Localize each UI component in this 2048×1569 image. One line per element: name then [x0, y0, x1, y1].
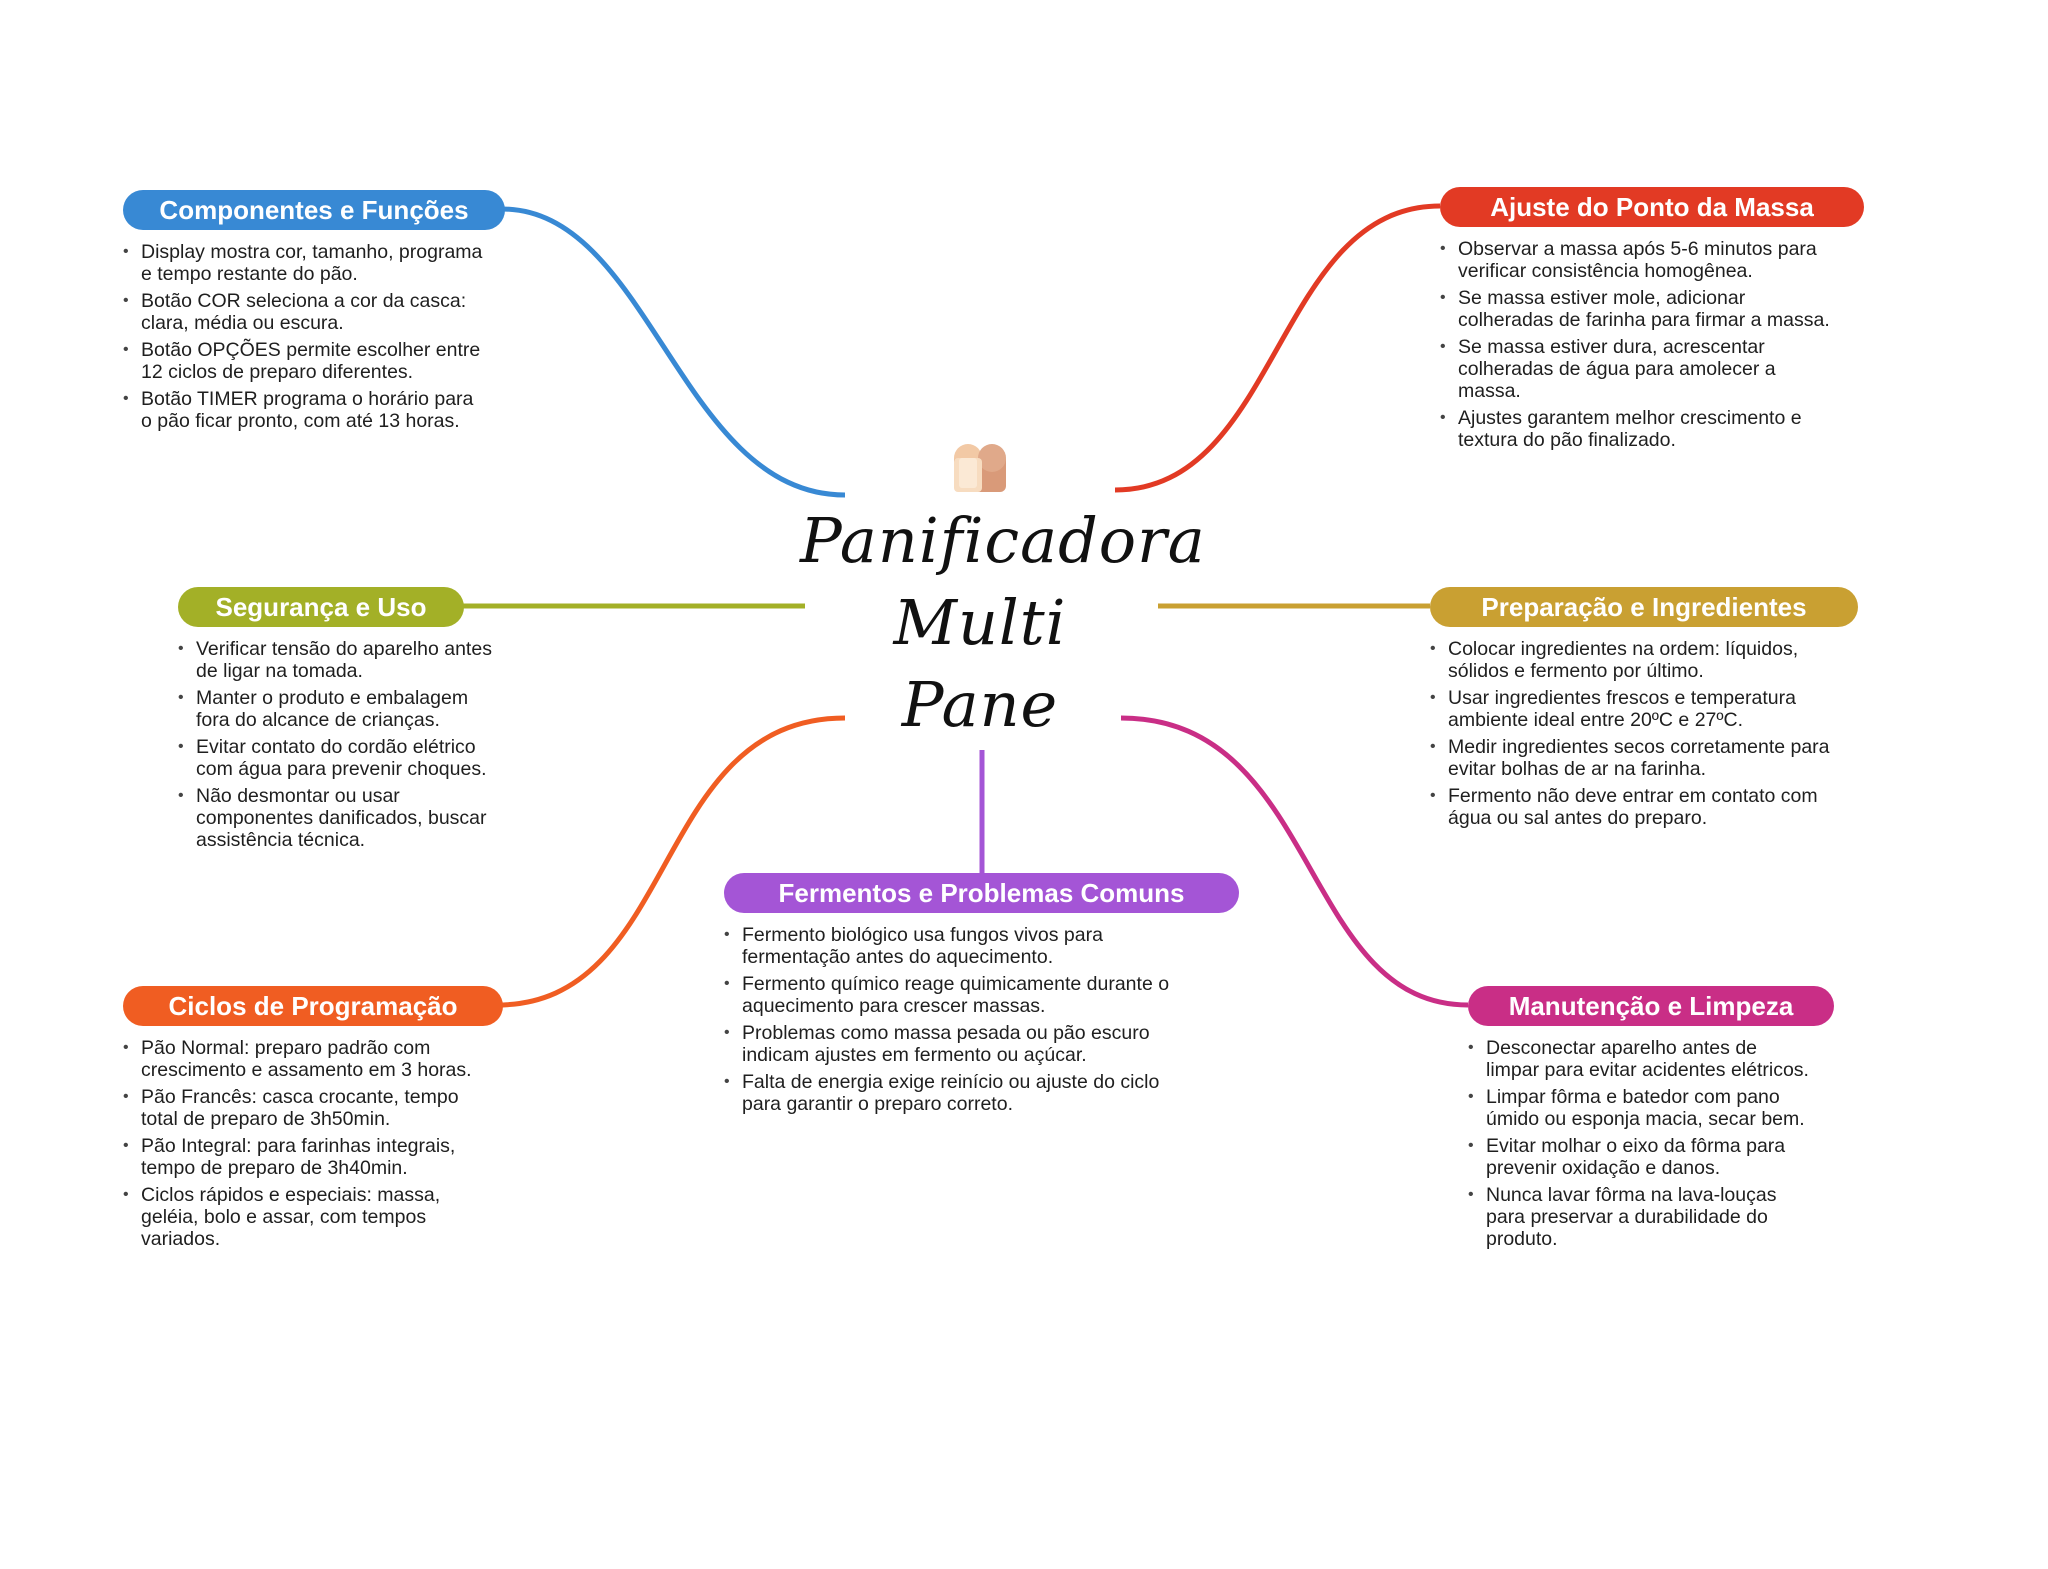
- connector-ciclos: [496, 715, 846, 1008]
- title-line-3: Pane: [901, 668, 1059, 741]
- branch-label-ciclos[interactable]: Ciclos de Programação: [123, 986, 503, 1026]
- list-item: Se massa estiver mole, adicionar colhera…: [1440, 287, 1840, 331]
- branch-items-fermentos: Fermento biológico usa fungos vivos para…: [724, 924, 1174, 1115]
- branch-label-preparacao[interactable]: Preparação e Ingredientes: [1430, 587, 1858, 627]
- list-item: Evitar molhar o eixo da fôrma para preve…: [1468, 1135, 1813, 1179]
- branch-seguranca: Segurança e Uso Verificar tensão do apar…: [178, 587, 493, 856]
- title-line-2: Multi: [893, 586, 1067, 659]
- list-item: Pão Francês: casca crocante, tempo total…: [123, 1086, 483, 1130]
- connector-componentes: [501, 206, 846, 498]
- branch-items-ajuste: Observar a massa após 5-6 minutos para v…: [1440, 238, 1840, 451]
- list-item: Pão Integral: para farinhas integrais, t…: [123, 1135, 483, 1179]
- list-item: Botão TIMER programa o horário para o pã…: [123, 388, 483, 432]
- branch-items-componentes: Display mostra cor, tamanho, programa e …: [123, 241, 483, 432]
- central-topic: Panificadora Multi Pane: [800, 440, 1206, 746]
- branch-items-ciclos: Pão Normal: preparo padrão com crescimen…: [123, 1037, 483, 1250]
- branch-ajuste: Ajuste do Ponto da Massa Observar a mass…: [1440, 187, 1864, 456]
- list-item: Ciclos rápidos e especiais: massa, geléi…: [123, 1184, 483, 1250]
- branch-label-manutencao[interactable]: Manutenção e Limpeza: [1468, 986, 1834, 1026]
- connector-ajuste: [1114, 203, 1441, 493]
- list-item: Ajustes garantem melhor crescimento e te…: [1440, 407, 1840, 451]
- branch-manutencao: Manutenção e Limpeza Desconectar aparelh…: [1468, 986, 1834, 1255]
- list-item: Limpar fôrma e batedor com pano úmido ou…: [1468, 1086, 1813, 1130]
- branch-label-componentes[interactable]: Componentes e Funções: [123, 190, 505, 230]
- list-item: Pão Normal: preparo padrão com crescimen…: [123, 1037, 483, 1081]
- connector-manutencao: [1120, 715, 1469, 1008]
- branch-preparacao: Preparação e Ingredientes Colocar ingred…: [1430, 587, 1858, 834]
- branch-ciclos: Ciclos de Programação Pão Normal: prepar…: [123, 986, 503, 1255]
- list-item: Problemas como massa pesada ou pão escur…: [724, 1022, 1174, 1066]
- branch-fermentos: Fermentos e Problemas Comuns Fermento bi…: [724, 873, 1239, 1120]
- bread-icon: [954, 444, 1006, 492]
- list-item: Nunca lavar fôrma na lava-louças para pr…: [1468, 1184, 1813, 1250]
- branch-componentes: Componentes e Funções Display mostra cor…: [123, 190, 505, 437]
- branch-items-seguranca: Verificar tensão do aparelho antes de li…: [178, 638, 493, 851]
- list-item: Desconectar aparelho antes de limpar par…: [1468, 1037, 1813, 1081]
- branch-label-seguranca[interactable]: Segurança e Uso: [178, 587, 464, 627]
- list-item: Fermento químico reage quimicamente dura…: [724, 973, 1174, 1017]
- branch-items-manutencao: Desconectar aparelho antes de limpar par…: [1468, 1037, 1813, 1250]
- branch-label-fermentos[interactable]: Fermentos e Problemas Comuns: [724, 873, 1239, 913]
- list-item: Não desmontar ou usar componentes danifi…: [178, 785, 493, 851]
- list-item: Falta de energia exige reinício ou ajust…: [724, 1071, 1174, 1115]
- list-item: Botão COR seleciona a cor da casca: clar…: [123, 290, 483, 334]
- list-item: Fermento biológico usa fungos vivos para…: [724, 924, 1174, 968]
- list-item: Evitar contato do cordão elétrico com ág…: [178, 736, 493, 780]
- list-item: Manter o produto e embalagem fora do alc…: [178, 687, 493, 731]
- list-item: Verificar tensão do aparelho antes de li…: [178, 638, 493, 682]
- branch-label-ajuste[interactable]: Ajuste do Ponto da Massa: [1440, 187, 1864, 227]
- list-item: Display mostra cor, tamanho, programa e …: [123, 241, 483, 285]
- list-item: Medir ingredientes secos corretamente pa…: [1430, 736, 1835, 780]
- list-item: Fermento não deve entrar em contato com …: [1430, 785, 1835, 829]
- list-item: Colocar ingredientes na ordem: líquidos,…: [1430, 638, 1835, 682]
- list-item: Observar a massa após 5-6 minutos para v…: [1440, 238, 1840, 282]
- branch-items-preparacao: Colocar ingredientes na ordem: líquidos,…: [1430, 638, 1835, 829]
- list-item: Botão OPÇÕES permite escolher entre 12 c…: [123, 339, 483, 383]
- list-item: Usar ingredientes frescos e temperatura …: [1430, 687, 1835, 731]
- title-line-1: Panificadora: [800, 504, 1206, 577]
- list-item: Se massa estiver dura, acrescentar colhe…: [1440, 336, 1840, 402]
